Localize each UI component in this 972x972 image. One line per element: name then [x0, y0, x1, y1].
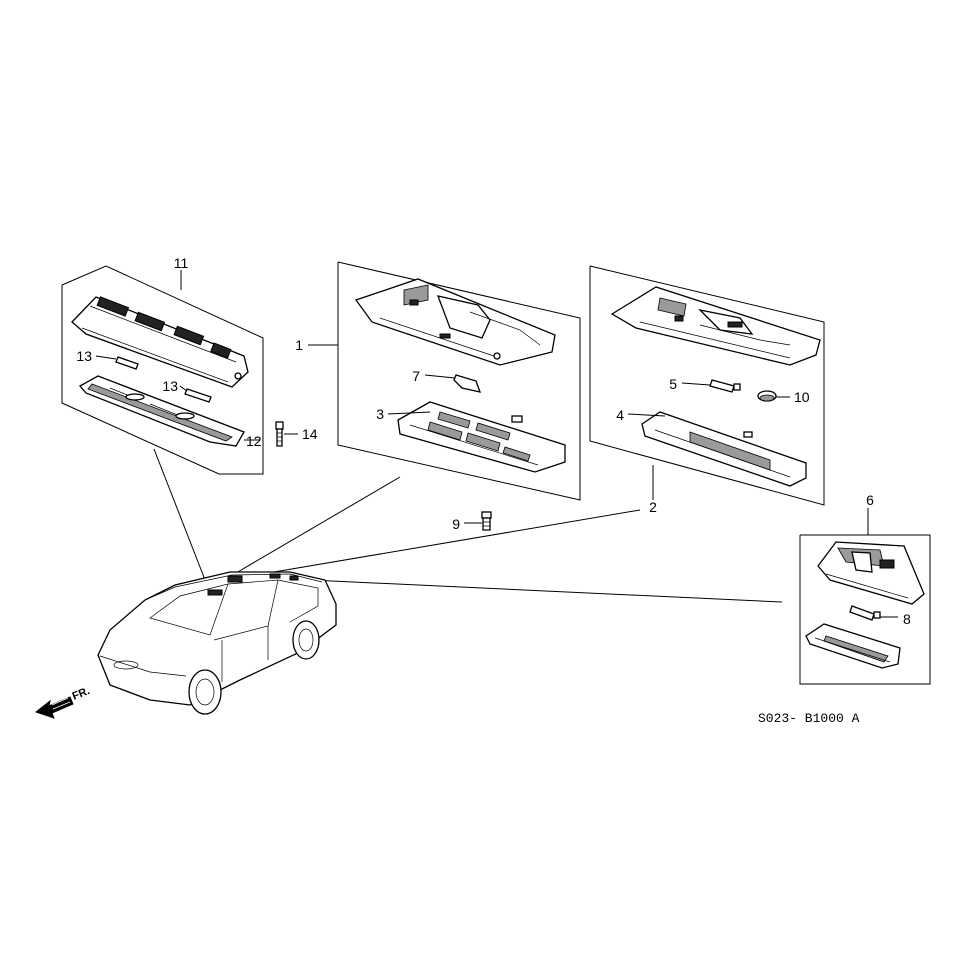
leader-group11-car — [153, 448, 208, 586]
group-1-box — [337, 261, 581, 501]
drawing-code: S023- B1000 A — [758, 711, 860, 726]
screw-9 — [464, 511, 492, 531]
group-11-box — [61, 265, 264, 475]
leader-group2-car — [267, 509, 641, 574]
group-6-box — [799, 534, 931, 685]
map-light-housing-1 — [354, 278, 556, 366]
bulb-8 — [849, 605, 898, 621]
callout-11: 11 — [174, 255, 189, 271]
callout-2: 2 — [649, 499, 657, 515]
callout-13a: 13 — [76, 348, 92, 364]
console-light-lens-12 — [78, 375, 245, 447]
plug-10 — [757, 390, 790, 402]
callout-14: 14 — [302, 426, 318, 442]
callout-5: 5 — [669, 376, 677, 392]
front-label: FR. — [71, 685, 92, 703]
callout-6: 6 — [866, 492, 874, 508]
callout-1: 1 — [295, 337, 303, 353]
screw-14 — [275, 421, 298, 447]
leader-group6-car — [309, 579, 783, 603]
callout-9: 9 — [452, 516, 460, 532]
callout-7: 7 — [412, 368, 420, 384]
bulb-13b — [179, 385, 212, 403]
bulb-13a — [95, 355, 139, 370]
bulb-5 — [681, 379, 741, 393]
console-light-housing-11 — [71, 296, 249, 388]
leader-group1-car — [235, 476, 401, 574]
callout-10: 10 — [794, 389, 810, 405]
map-light-lens-4 — [641, 411, 807, 487]
leader-4 — [627, 413, 666, 417]
map-light-lens-3 — [397, 401, 566, 473]
car-outline — [97, 571, 337, 715]
callout-13b: 13 — [162, 378, 178, 394]
callout-12: 12 — [246, 433, 262, 449]
callout-8: 8 — [903, 611, 911, 627]
bulb-holder-7 — [424, 374, 482, 393]
callout-4: 4 — [616, 407, 624, 423]
front-arrow-icon — [34, 696, 74, 719]
cargo-light-housing-6 — [817, 541, 925, 605]
group-2-box — [589, 265, 825, 506]
leader-3 — [387, 411, 431, 415]
callout-3: 3 — [376, 406, 384, 422]
cargo-light-lens-6 — [805, 623, 901, 669]
map-light-housing-2 — [610, 286, 821, 366]
